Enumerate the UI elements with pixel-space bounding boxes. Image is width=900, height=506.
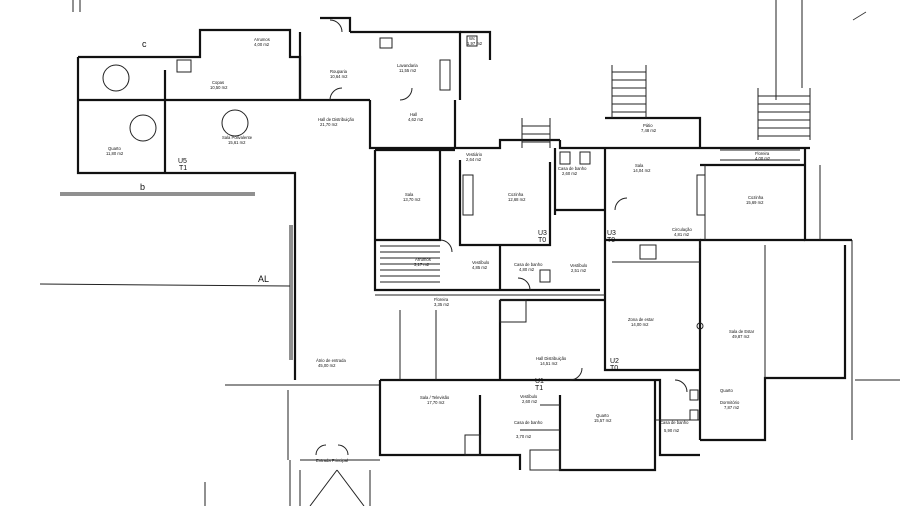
room-area-copas: 10,50 m2 — [210, 85, 228, 90]
section-mark-u3a: U3 — [538, 230, 547, 237]
room-area-quarto-s: 15,57 m2 — [594, 418, 612, 423]
room-name-arrumos: Arrumos — [254, 37, 270, 42]
room-name-floreira-2: Floreira — [434, 297, 449, 302]
room-area-hall-distribuicao-2: 14,51 m2 — [540, 361, 558, 366]
room-area-cozinha-1: 12,68 m2 — [508, 197, 526, 202]
room-name-sala-televisao: Sala / Televisão — [420, 395, 450, 400]
room-area-wc: 1,97 m2 — [467, 41, 483, 46]
room-name-atrio-entrada: Átrio de entrada — [316, 358, 346, 363]
room-area-quarto-w: 11,80 m2 — [106, 151, 124, 156]
room-area-patio: 7,48 m2 — [641, 128, 657, 133]
room-area-cozinha-2: 15,69 m2 — [746, 200, 764, 205]
room-area-floreira-2: 3,35 m2 — [434, 302, 450, 307]
room-name-floreira-1: Floreira — [755, 151, 770, 156]
section-mark-t0c: T0 — [610, 365, 618, 372]
room-area-casa-banho-2: 4,80 m2 — [519, 267, 535, 272]
room-area-sala-televisao: 17,70 m2 — [427, 400, 445, 405]
section-mark-t0a: T0 — [538, 237, 546, 244]
room-name-quarto-w: Quarto — [108, 146, 121, 151]
room-name-arrumos-2: Arrumos — [415, 257, 431, 262]
room-area-sala-1: 13,70 m2 — [403, 197, 421, 202]
room-name-copas: Copas — [212, 80, 224, 85]
room-area-rouparia: 10,64 m2 — [330, 74, 348, 79]
room-name-casa-banho-3: Casa de banho — [514, 420, 543, 425]
axis-letter-al: AL — [258, 274, 269, 284]
room-area-casa-banho-1: 2,60 m2 — [562, 171, 578, 176]
room-name-dormitorio: Dormitório — [720, 400, 740, 405]
section-mark-t0b: T0 — [607, 237, 615, 244]
room-name-zona-estar: Zona de estar — [628, 317, 654, 322]
room-area-atrio-entrada: 45,00 m2 — [318, 363, 336, 368]
axis-letter-c: c — [142, 39, 147, 49]
room-name-lavandaria: Lavandaria — [397, 63, 418, 68]
room-name-quarto-s: Quarto — [596, 413, 609, 418]
room-name-sala-estar: Sala de Estar — [729, 329, 755, 334]
room-area-arrumos: 4,00 m2 — [254, 42, 270, 47]
room-name-cozinha-1: Cozinha — [508, 192, 524, 197]
room-name-sala-2: Sala — [635, 163, 644, 168]
room-name-hall-1: Hall — [410, 112, 417, 117]
room-area-sala-2: 14,04 m2 — [633, 168, 651, 173]
room-area-zona-estar: 14,00 m2 — [631, 322, 649, 327]
room-name-sala-1: Sala — [405, 192, 414, 197]
room-name-hall-distribuicao-1: Hall de Distribuição — [318, 117, 355, 122]
section-mark-t1: T1 — [179, 165, 187, 172]
room-name-vestibulo-1: Vestíbulo — [570, 263, 588, 268]
section-mark-u1: U1 — [535, 378, 544, 385]
room-name-casa-banho-4: Casa de banho — [660, 420, 689, 425]
axis-letter-b: b — [140, 182, 145, 192]
room-name-cozinha-2: Cozinha — [748, 195, 764, 200]
room-area-vestibulo-3: 2,60 m2 — [522, 399, 538, 404]
room-area-sala-estar: 49,87 m2 — [732, 334, 750, 339]
section-mark-u5: U5 — [178, 158, 187, 165]
room-name-circulacao: Circulação — [672, 227, 692, 232]
section-mark-u3b: U3 — [607, 230, 616, 237]
room-area-vestibulo-2: 4,85 m2 — [472, 265, 488, 270]
room-name-vestiario: Vestiário — [466, 152, 483, 157]
room-area-arrumos-2: 3,17 m2 — [414, 262, 430, 267]
room-name-hall-distribuicao-2: Hall Distribuição — [536, 356, 567, 361]
room-name-sala-polivalente: Sala Polivalente — [222, 135, 253, 140]
room-area-vestiario: 2,64 m2 — [466, 157, 482, 162]
room-area-circulacao: 4,81 m2 — [674, 232, 690, 237]
room-area-lavandaria: 11,55 m2 — [399, 68, 417, 73]
room-name-vestibulo-2: Vestíbulo — [472, 260, 490, 265]
room-area-casa-banho-3: 3,70 m2 — [516, 434, 532, 439]
room-name-quarto-e: Quarto — [720, 388, 733, 393]
room-name-patio: Pátio — [643, 123, 653, 128]
room-area-floreira-1: 4,00 m2 — [755, 156, 771, 161]
annotations: U5 T1 U3 T0 U3 T0 U2 T0 U1 T1 c b AL — [140, 39, 619, 392]
room-name-rouparia: Rouparia — [330, 69, 348, 74]
site-lines — [39, 0, 900, 506]
section-mark-u2: U2 — [610, 358, 619, 365]
room-name-vestibulo-3: Vestíbulo — [520, 394, 538, 399]
room-area-sala-polivalente: 15,61 m2 — [228, 140, 246, 145]
room-area-vestibulo-1: 2,51 m2 — [571, 268, 587, 273]
section-mark-t1b: T1 — [535, 385, 543, 392]
room-area-hall-distribuicao-1: 21,70 m2 — [320, 122, 338, 127]
entrance-label: Entrada Principal — [316, 458, 348, 463]
room-area-casa-banho-4: 5,90 m2 — [664, 428, 680, 433]
room-area-dormitorio: 7,87 m2 — [724, 405, 740, 410]
room-name-casa-banho-1: Casa de banho — [558, 166, 587, 171]
room-name-wc: Wc — [469, 36, 475, 41]
room-name-casa-banho-2: Casa de banho — [514, 262, 543, 267]
room-labels: Arrumos 4,00 m2 Wc 1,97 m2 Rouparia 10,6… — [106, 36, 771, 463]
details — [102, 19, 821, 506]
room-area-hall-1: 4,62 m2 — [408, 117, 424, 122]
